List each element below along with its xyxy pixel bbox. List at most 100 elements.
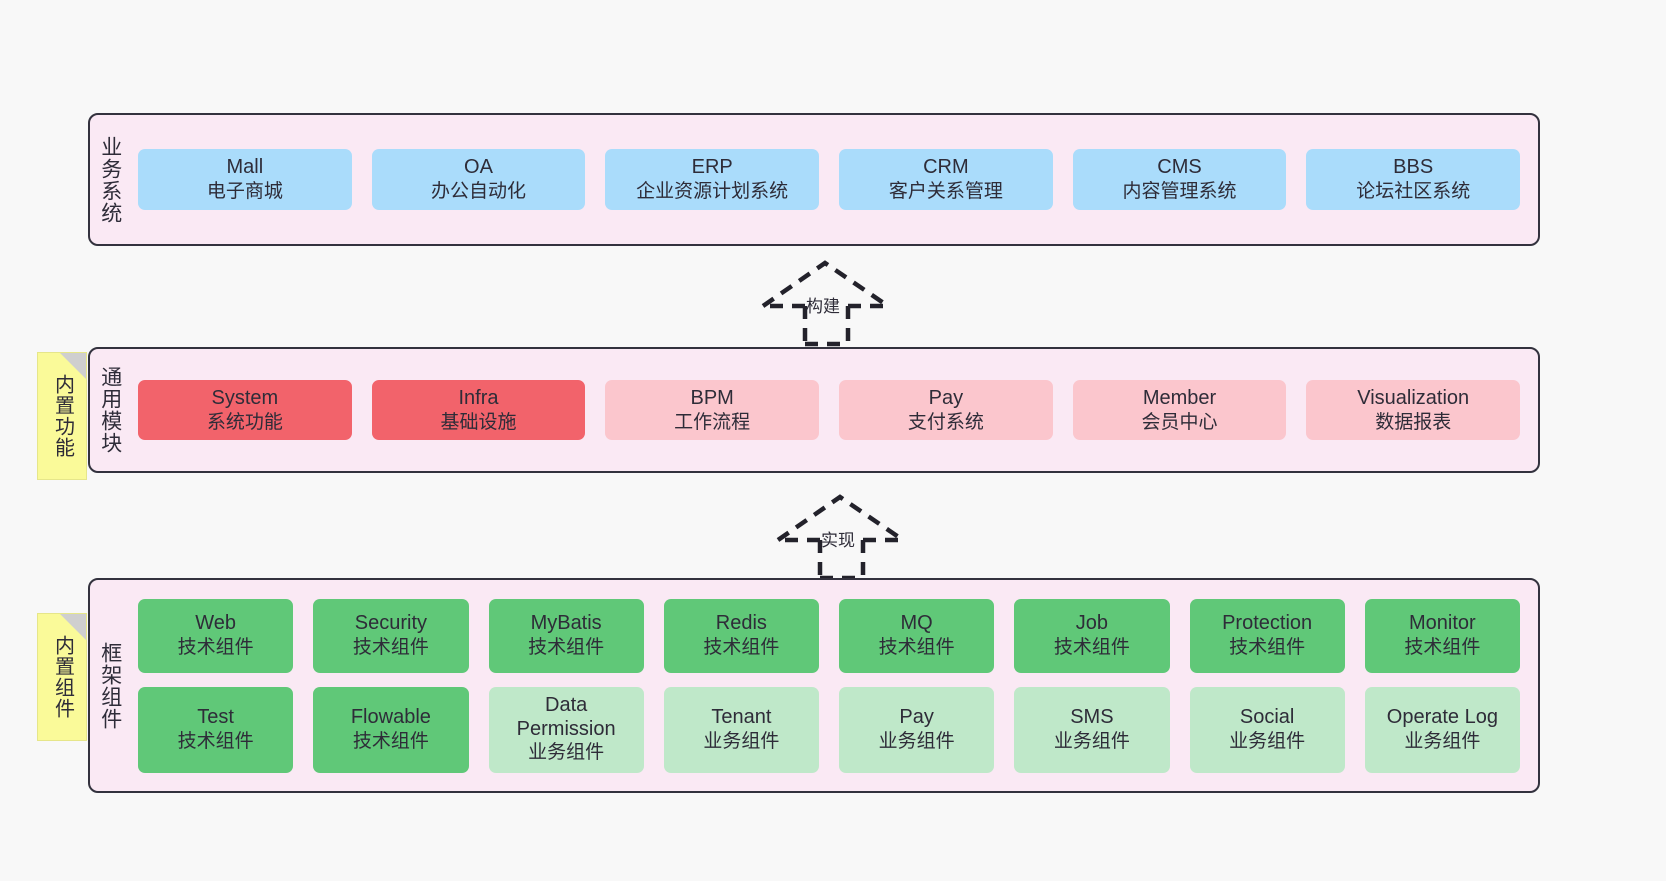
node-social-cn: 业务组件 <box>1229 731 1306 753</box>
node-system-cn: 系统功能 <box>206 411 283 433</box>
node-system[interactable]: System 系统功能 <box>138 379 352 441</box>
node-sms-en: SMS <box>1070 706 1114 729</box>
node-tenant[interactable]: Tenant 业务组件 <box>663 686 819 773</box>
node-sms[interactable]: SMS 业务组件 <box>1014 686 1170 773</box>
node-flowable[interactable]: Flowable 技术组件 <box>313 686 469 773</box>
node-test[interactable]: Test 技术组件 <box>138 686 294 773</box>
node-flowable-cn: 技术组件 <box>352 731 429 753</box>
node-visualization[interactable]: Visualization 数据报表 <box>1306 379 1521 441</box>
sticky-note-builtin-features: 内置功能 <box>37 352 87 480</box>
node-member[interactable]: Member 会员中心 <box>1072 379 1287 441</box>
node-protection-cn: 技术组件 <box>1229 637 1306 659</box>
node-protection-en: Protection <box>1222 612 1313 635</box>
node-monitor[interactable]: Monitor 技术组件 <box>1364 598 1520 673</box>
node-mq-en: MQ <box>900 612 933 635</box>
node-security-en: Security <box>354 612 427 635</box>
node-infra-cn: 基础设施 <box>440 411 517 433</box>
node-job-cn: 技术组件 <box>1053 637 1130 659</box>
node-social-en: Social <box>1239 706 1295 729</box>
node-pay-module-cn: 支付系统 <box>907 411 984 433</box>
row-business-components: Test 技术组件 Flowable 技术组件 Data Permission … <box>138 686 1520 773</box>
node-crm-cn: 客户关系管理 <box>888 181 1003 203</box>
node-job-en: Job <box>1075 612 1108 635</box>
node-infra[interactable]: Infra 基础设施 <box>371 379 586 441</box>
node-member-cn: 会员中心 <box>1141 411 1218 433</box>
node-cms[interactable]: CMS 内容管理系统 <box>1072 149 1287 210</box>
node-pay-component-en: Pay <box>899 706 934 729</box>
node-bpm[interactable]: BPM 工作流程 <box>605 379 820 441</box>
node-monitor-cn: 技术组件 <box>1404 637 1481 659</box>
node-web-cn: 技术组件 <box>177 637 254 659</box>
node-visualization-cn: 数据报表 <box>1375 411 1452 433</box>
layer-common-modules: 通用模块 System 系统功能 Infra 基础设施 BPM 工作流程 Pay… <box>88 347 1540 473</box>
node-operate-log[interactable]: Operate Log 业务组件 <box>1364 686 1520 773</box>
node-oa-cn: 办公自动化 <box>431 181 527 203</box>
node-social[interactable]: Social 业务组件 <box>1189 686 1345 773</box>
node-mall-cn: 电子商城 <box>206 181 283 203</box>
node-mybatis-en: MyBatis <box>530 612 602 635</box>
node-member-en: Member <box>1142 386 1217 409</box>
node-protection[interactable]: Protection 技术组件 <box>1189 598 1345 673</box>
node-bbs[interactable]: BBS 论坛社区系统 <box>1306 149 1521 210</box>
node-tenant-en: Tenant <box>711 706 772 729</box>
row-business-systems: Mall 电子商城 OA 办公自动化 ERP 企业资源计划系统 CRM 客户关系… <box>138 149 1521 210</box>
layer-business-systems: 业务系统 Mall 电子商城 OA 办公自动化 ERP 企业资源计划系统 CRM… <box>88 113 1540 246</box>
node-oa[interactable]: OA 办公自动化 <box>371 149 586 210</box>
node-web-en: Web <box>195 612 236 635</box>
node-bpm-cn: 工作流程 <box>674 411 751 433</box>
node-bbs-cn: 论坛社区系统 <box>1356 181 1471 203</box>
node-mybatis[interactable]: MyBatis 技术组件 <box>488 598 644 673</box>
node-test-cn: 技术组件 <box>177 731 254 753</box>
node-erp-en: ERP <box>691 156 733 179</box>
node-operate-log-en: Operate Log <box>1386 706 1498 729</box>
sticky-note-builtin-components-label: 内置组件 <box>51 635 74 719</box>
node-pay-module-en: Pay <box>928 386 964 409</box>
node-crm[interactable]: CRM 客户关系管理 <box>839 149 1053 210</box>
node-infra-en: Infra <box>458 386 499 409</box>
sticky-note-builtin-components: 内置组件 <box>37 613 87 741</box>
node-data-permission-cn: 业务组件 <box>528 742 605 764</box>
node-security[interactable]: Security 技术组件 <box>313 598 469 673</box>
node-operate-log-cn: 业务组件 <box>1404 731 1481 753</box>
node-visualization-en: Visualization <box>1357 386 1470 409</box>
layer-title-business-systems: 业务系统 <box>98 135 122 224</box>
connector-implement: 实现 <box>775 494 925 581</box>
layer-body-framework-components: Web 技术组件 Security 技术组件 MyBatis 技术组件 Redi… <box>130 580 1538 791</box>
sticky-fold-icon <box>60 353 86 379</box>
node-bpm-en: BPM <box>690 386 734 409</box>
layer-body-common-modules: System 系统功能 Infra 基础设施 BPM 工作流程 Pay 支付系统… <box>130 349 1538 471</box>
node-mq-cn: 技术组件 <box>878 637 955 659</box>
connector-implement-label: 实现 <box>821 531 855 550</box>
node-test-en: Test <box>197 706 234 729</box>
node-monitor-en: Monitor <box>1409 612 1476 635</box>
node-bbs-en: BBS <box>1393 156 1434 179</box>
node-pay-component[interactable]: Pay 业务组件 <box>839 686 995 773</box>
node-mq[interactable]: MQ 技术组件 <box>839 598 995 673</box>
node-tenant-cn: 业务组件 <box>703 731 780 753</box>
node-job[interactable]: Job 技术组件 <box>1014 598 1170 673</box>
node-mall[interactable]: Mall 电子商城 <box>138 149 352 210</box>
build-arrow-icon <box>761 260 890 347</box>
node-data-permission-en: Data Permission <box>516 694 616 740</box>
sticky-fold-icon <box>60 614 86 640</box>
node-redis[interactable]: Redis 技术组件 <box>663 598 819 673</box>
node-system-en: System <box>211 386 279 409</box>
node-redis-en: Redis <box>715 612 767 635</box>
connector-build: 构建 <box>760 260 910 347</box>
node-security-cn: 技术组件 <box>352 637 429 659</box>
node-redis-cn: 技术组件 <box>703 637 780 659</box>
node-sms-cn: 业务组件 <box>1053 731 1130 753</box>
node-erp[interactable]: ERP 企业资源计划系统 <box>605 149 820 210</box>
node-web[interactable]: Web 技术组件 <box>138 598 294 673</box>
node-data-permission[interactable]: Data Permission 业务组件 <box>488 686 644 773</box>
node-crm-en: CRM <box>923 156 969 179</box>
node-erp-cn: 企业资源计划系统 <box>636 181 789 203</box>
node-oa-en: OA <box>464 156 493 179</box>
node-flowable-en: Flowable <box>350 706 431 729</box>
layer-body-business-systems: Mall 电子商城 OA 办公自动化 ERP 企业资源计划系统 CRM 客户关系… <box>130 115 1538 244</box>
row-technical-components: Web 技术组件 Security 技术组件 MyBatis 技术组件 Redi… <box>138 598 1520 673</box>
node-pay-module[interactable]: Pay 支付系统 <box>839 379 1053 441</box>
node-pay-component-cn: 业务组件 <box>878 731 955 753</box>
row-common-modules: System 系统功能 Infra 基础设施 BPM 工作流程 Pay 支付系统… <box>138 379 1521 441</box>
node-cms-en: CMS <box>1157 156 1202 179</box>
